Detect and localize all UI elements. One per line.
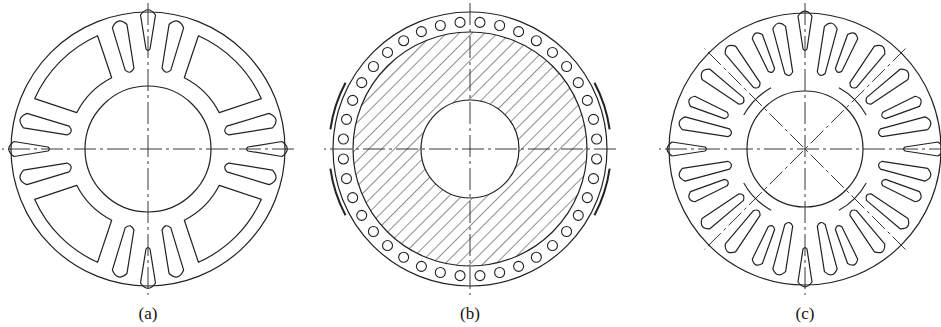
- rotor-bar-slot: [342, 114, 352, 124]
- winding-slot: [111, 224, 137, 278]
- rotor-bar-slot: [348, 193, 358, 203]
- rotor-bar-slot: [338, 154, 348, 164]
- winding-slot: [111, 19, 137, 73]
- winding-slot: [751, 224, 778, 267]
- winding-slot: [223, 112, 277, 138]
- rotor-bar-slot: [475, 271, 485, 281]
- winding-slot: [18, 159, 72, 185]
- figure-label: (a): [139, 304, 158, 324]
- rotor-bar-slot: [592, 154, 602, 164]
- winding-slot: [751, 31, 778, 74]
- winding-slot: [687, 95, 730, 122]
- winding-slot: [877, 158, 932, 182]
- winding-slot: [814, 221, 838, 276]
- rotor-bar-slot: [368, 226, 378, 236]
- large-slot: [170, 30, 267, 127]
- winding-slot: [678, 158, 733, 182]
- winding-slot: [877, 116, 932, 140]
- rotor-bar-slot: [573, 78, 583, 88]
- rotor-bar-slot: [435, 21, 445, 31]
- rotor-bar-slot: [368, 62, 378, 72]
- winding-slot: [678, 116, 733, 140]
- winding-slot: [158, 19, 184, 73]
- rotor-bar-slot: [455, 271, 465, 281]
- rotor-bar-slot: [495, 21, 505, 31]
- winding-slot: [158, 224, 184, 278]
- winding-slot: [772, 22, 796, 77]
- center-line: [705, 49, 906, 250]
- winding-slot: [833, 224, 860, 267]
- center-line: [705, 49, 906, 250]
- rotor-bar-slot: [531, 36, 541, 46]
- rotor-bar-slot: [562, 62, 572, 72]
- rotor-bar-slot: [342, 174, 352, 184]
- winding-slot: [18, 112, 72, 138]
- rotor-bar-slot: [416, 27, 426, 37]
- rotor-bar-slot: [531, 252, 541, 262]
- winding-slot: [772, 221, 796, 276]
- rotor-bar-slot: [399, 36, 409, 46]
- rotor-bar-slot: [592, 134, 602, 144]
- rotor-bar-slot: [514, 27, 524, 37]
- large-slot: [170, 171, 267, 268]
- winding-slot: [687, 177, 730, 204]
- winding-slot: [880, 177, 923, 204]
- rotor-bar-slot: [383, 47, 393, 57]
- figure-label: (b): [460, 304, 480, 324]
- rotor-bar-slot: [573, 210, 583, 220]
- winding-slot: [814, 22, 838, 77]
- rotor-bar-slot: [588, 174, 598, 184]
- large-slot: [29, 30, 126, 127]
- center-line: [324, 149, 616, 150]
- winding-slot: [223, 159, 277, 185]
- rotor-bar-slot: [435, 267, 445, 277]
- winding-slot: [833, 31, 860, 74]
- stator-lamination-c: [659, 3, 941, 295]
- rotor-bar-slot: [514, 261, 524, 271]
- rotor-bar-slot: [416, 261, 426, 271]
- rotor-bar-slot: [547, 241, 557, 251]
- rotor-bar-slot: [547, 47, 557, 57]
- rotor-bar-slot: [348, 95, 358, 105]
- rotor-bar-slot: [588, 114, 598, 124]
- stator-lamination-a: [2, 3, 294, 295]
- rotor-bar-slot: [338, 134, 348, 144]
- rotor-bar-slot: [383, 241, 393, 251]
- center-line: [2, 149, 294, 150]
- rotor-stator-b: [324, 3, 616, 295]
- rotor-bar-slot: [475, 17, 485, 27]
- rotor-bar-slot: [582, 95, 592, 105]
- rotor-bar-slot: [399, 252, 409, 262]
- figure-label: (c): [796, 304, 815, 324]
- center-line: [659, 149, 941, 150]
- rotor-bar-slot: [495, 267, 505, 277]
- rotor-bar-slot: [357, 78, 367, 88]
- rotor-bar-slot: [562, 226, 572, 236]
- large-slot: [29, 171, 126, 268]
- rotor-bar-slot: [582, 193, 592, 203]
- rotor-bar-slot: [455, 17, 465, 27]
- rotor-bar-slot: [357, 210, 367, 220]
- winding-slot: [880, 95, 923, 122]
